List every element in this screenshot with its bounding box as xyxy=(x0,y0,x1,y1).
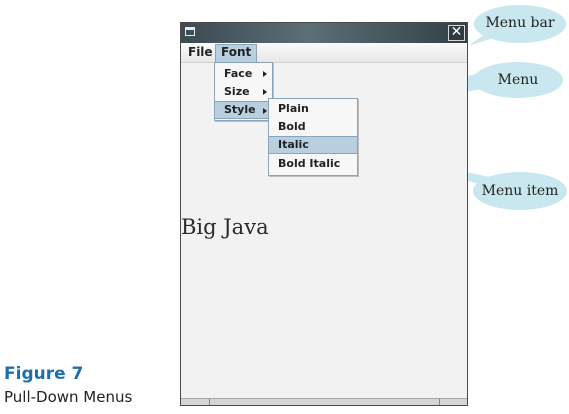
menu-item-label: Face xyxy=(224,67,253,80)
resize-notch-right xyxy=(439,399,440,405)
menu-item-callout-text: Menu item xyxy=(481,183,559,199)
menu-item-bold-italic[interactable]: Bold Italic xyxy=(278,157,341,170)
window-bottom-border[interactable] xyxy=(181,398,467,405)
menu-file[interactable]: File xyxy=(188,45,213,59)
menu-item-style[interactable]: Style xyxy=(215,101,272,119)
submenu-arrow-icon xyxy=(263,71,267,77)
menu-item-callout-bubble xyxy=(473,172,567,210)
figure-caption: Pull-Down Menus xyxy=(4,388,133,406)
figure-label: Figure 7 xyxy=(4,364,84,384)
submenu-arrow-icon xyxy=(263,108,267,114)
menu-item-italic[interactable]: Italic xyxy=(269,136,357,154)
menu-item-label: Size xyxy=(224,85,250,98)
app-window: ✕ File Font Big Java xyxy=(180,22,468,406)
menu-item-face[interactable]: Face xyxy=(215,65,272,83)
resize-notch-left xyxy=(209,399,210,405)
submenu-arrow-icon xyxy=(263,89,267,95)
style-submenu: Plain Bold Italic Bold Italic xyxy=(268,98,358,176)
close-icon: ✕ xyxy=(450,24,463,40)
window-menu-icon[interactable] xyxy=(185,27,195,36)
font-menu-dropdown: Face Size Style xyxy=(214,62,273,121)
menu-item-plain[interactable]: Plain xyxy=(278,102,309,115)
menu-bar-callout-text: Menu bar xyxy=(485,15,555,31)
content-text: Big Java xyxy=(181,215,269,239)
menu-bar: File Font xyxy=(181,43,467,63)
title-bar[interactable]: ✕ xyxy=(181,23,467,43)
menu-callout-bubble xyxy=(473,62,563,98)
menu-item-bold[interactable]: Bold xyxy=(278,120,306,133)
menu-callout-text: Menu xyxy=(497,72,539,88)
close-button[interactable]: ✕ xyxy=(448,25,465,41)
menu-item-size[interactable]: Size xyxy=(215,83,272,101)
menu-item-label: Style xyxy=(224,103,256,116)
menu-font[interactable]: Font xyxy=(215,44,258,63)
menu-bar-callout-bubble xyxy=(474,5,566,43)
